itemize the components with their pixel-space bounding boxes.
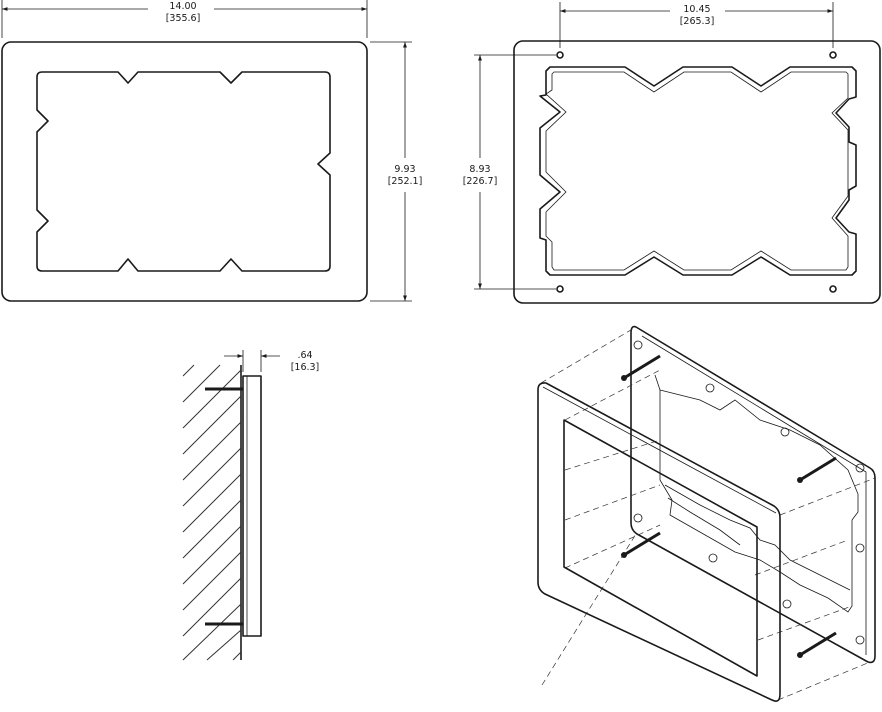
mounting-hole-bottom-right — [829, 285, 837, 293]
dim-hole-spacing-horizontal-metric: [265.3] — [680, 16, 715, 27]
iso-front-bezel — [537, 382, 781, 702]
iso-hole-9 — [855, 635, 865, 645]
wall-hatching — [182, 364, 242, 661]
iso-screw-2 — [799, 456, 837, 482]
back-view — [513, 40, 881, 304]
dim-outer-height-value: 9.93 — [394, 164, 415, 175]
iso-hole-1 — [633, 340, 643, 350]
iso-hole-6 — [633, 513, 643, 523]
iso-screws — [621, 354, 837, 658]
back-box-inner-profile — [545, 71, 849, 271]
back-box-outer-profile — [539, 66, 857, 276]
dim-outer-height-metric: [252.1] — [388, 176, 423, 187]
dim-hole-spacing-horizontal: 10.45 [265.3] — [559, 2, 834, 48]
front-view — [1, 41, 368, 302]
dim-depth-value: .64 — [297, 350, 312, 361]
iso-hole-8 — [782, 599, 792, 609]
front-bezel-outer — [1, 41, 368, 302]
dim-hole-spacing-vertical: 8.93 [226.7] — [463, 54, 556, 290]
back-plate-outer — [513, 40, 881, 304]
mounting-hole-top-left — [556, 51, 564, 59]
mounting-hole-bottom-left — [556, 285, 564, 293]
dim-depth: .64 [16.3] — [224, 350, 319, 373]
dim-outer-height: 9.93 [252.1] — [370, 41, 423, 302]
dim-hole-spacing-vertical-metric: [226.7] — [463, 176, 498, 187]
dim-outer-width: 14.00 [355.6] — [1, 0, 368, 38]
iso-hole-2 — [705, 383, 715, 393]
side-view — [182, 364, 262, 661]
dim-hole-spacing-horizontal-value: 10.45 — [683, 4, 710, 15]
mounting-hole-top-right — [829, 51, 837, 59]
iso-screw-1 — [623, 354, 661, 380]
iso-front-bezel-opening — [563, 419, 758, 677]
iso-screw-4 — [799, 631, 837, 657]
isometric-view — [537, 325, 876, 702]
dim-outer-width-value: 14.00 — [169, 1, 196, 12]
iso-hole-5 — [855, 543, 865, 553]
side-plate — [242, 375, 262, 637]
iso-hole-4 — [855, 463, 865, 473]
front-bezel-opening — [36, 71, 331, 272]
dim-hole-spacing-vertical-value: 8.93 — [469, 164, 490, 175]
iso-screw-3 — [623, 531, 661, 557]
iso-hole-3 — [780, 427, 790, 437]
dim-outer-width-metric: [355.6] — [166, 13, 201, 24]
iso-hole-7 — [708, 553, 718, 563]
dim-depth-metric: [16.3] — [291, 362, 320, 373]
